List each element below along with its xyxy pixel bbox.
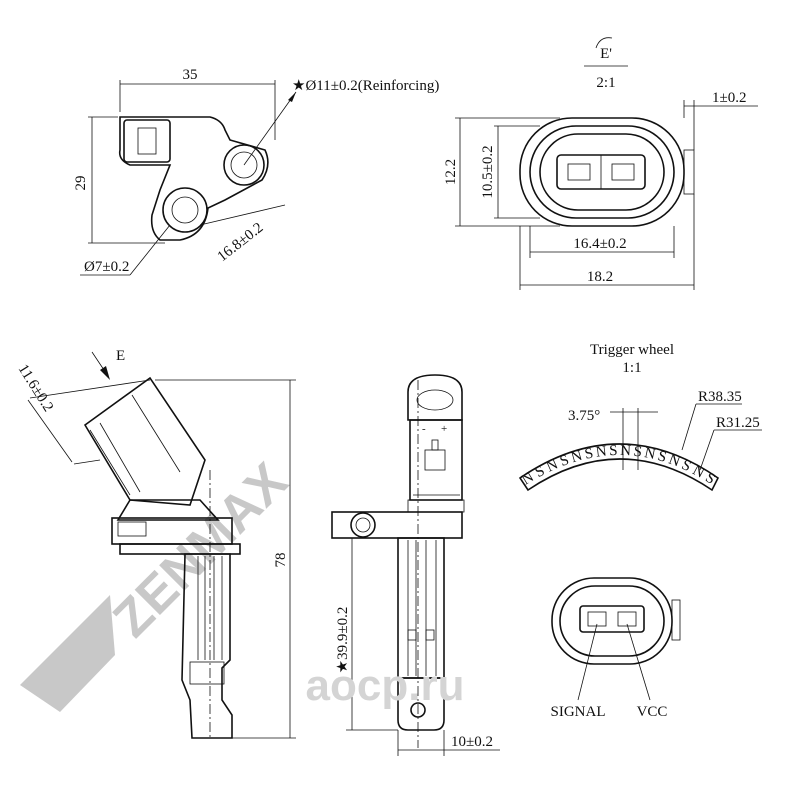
pin-label-vcc: VCC [637, 704, 668, 720]
dim-width: 10±0.2 [451, 734, 493, 750]
top-left-view: 35 29 ★Ø11±0.2(Reinforcing) Ø7±0.2 16.8±… [73, 67, 439, 276]
connector-view: E' 2:1 1±0.2 12.2 10.5±0.2 16.4±0.2 [443, 37, 758, 290]
view-arrow-e: E [116, 348, 125, 364]
connector-key [683, 149, 695, 195]
side-connector-head [83, 376, 206, 506]
site-watermark: aocp.ru [306, 661, 465, 710]
pin-2 [611, 163, 635, 181]
dim-reinforcing-hole: ★Ø11±0.2(Reinforcing) [292, 78, 439, 94]
trigger-pole-letter: S [583, 445, 594, 462]
watermark-chevron [20, 595, 115, 712]
connector-body-inner [529, 125, 675, 219]
trigger-pole-letter: N [569, 448, 584, 466]
front-view: - + ★39.9±0.2 10±0.2 [331, 374, 500, 756]
site-watermark-text: aocp.ru [306, 661, 465, 710]
front-stem [397, 537, 445, 679]
front-tip [397, 677, 445, 731]
dim-inner-height: 10.5±0.2 [480, 145, 496, 198]
pin-1 [567, 163, 591, 181]
watermark: ZENMAX [20, 452, 299, 712]
trigger-pole-letter: N [595, 444, 608, 461]
trigger-pole-letter: S [609, 443, 618, 459]
trigger-pole-letter: S [558, 452, 571, 470]
dim-length: ★39.9±0.2 [335, 607, 351, 674]
pinout-connector-outer [551, 577, 673, 665]
front-socket [424, 449, 446, 471]
dim-width-35: 35 [183, 67, 198, 83]
dim-inner-width: 16.4±0.2 [573, 236, 626, 252]
dim-center-16-8: 16.8±0.2 [215, 220, 267, 265]
dim-offset: 1±0.2 [712, 90, 746, 106]
dim-angle: 11.6±0.2 [15, 362, 56, 415]
front-flange-hole [350, 512, 376, 538]
trigger-wheel-title: Trigger wheel [590, 342, 674, 358]
pinout-vcc-pin [617, 611, 637, 627]
pinout-pin-block [579, 605, 645, 633]
mounting-hole [162, 187, 208, 233]
dim-hole-7: Ø7±0.2 [84, 259, 129, 275]
view-label-e: E' [600, 46, 612, 62]
trigger-pole-letter: N [643, 445, 657, 463]
view-scale: 2:1 [596, 75, 615, 91]
pinout-signal-pin [587, 611, 607, 627]
trigger-pole-letter: N [620, 443, 632, 459]
trigger-outer-radius: R38.35 [698, 389, 742, 405]
polarity-minus: - [422, 423, 426, 435]
reinforcing-hole [223, 144, 265, 186]
front-flange [331, 511, 463, 539]
pinout-view: SIGNAL VCC [551, 577, 681, 720]
sensor-housing-top [118, 116, 269, 241]
dim-outer-width: 18.2 [587, 269, 613, 285]
front-connector-cap [407, 374, 463, 421]
side-stem [181, 553, 233, 739]
pin-label-signal: SIGNAL [551, 704, 606, 720]
connector-socket [137, 127, 157, 155]
trigger-dim-angle: 3.75° [568, 408, 600, 424]
dim-outer-height: 12.2 [443, 159, 459, 185]
trigger-inner-radius: R31.25 [716, 415, 760, 431]
watermark-brand: ZENMAX [102, 452, 298, 648]
dim-height-29: 29 [73, 176, 89, 191]
trigger-pole-letter: S [656, 448, 668, 466]
dim-total-height: 78 [273, 553, 289, 568]
trigger-wheel-scale: 1:1 [622, 360, 641, 376]
polarity-plus: + [441, 423, 447, 435]
connector-shell [123, 119, 171, 163]
